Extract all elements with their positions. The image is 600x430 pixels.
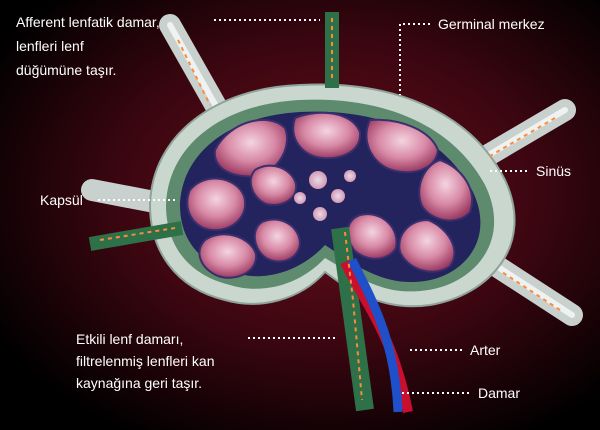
follicles — [186, 111, 473, 279]
afferent-label-line1: Afferent lenfatik damar, — [16, 14, 160, 30]
vein — [347, 257, 403, 413]
capsule-label: Kapsül — [40, 192, 83, 208]
flow-arrows — [99, 18, 561, 401]
artery-label: Arter — [470, 342, 501, 358]
vein-label: Damar — [478, 385, 521, 401]
afferent-label-line3: düğümüne taşır. — [16, 62, 117, 78]
leader-lines — [98, 19, 528, 394]
germinal-center-label: Germinal merkez — [438, 16, 545, 32]
efferent-label-line2: filtrelenmiş lenfleri kan — [76, 353, 215, 369]
efferent-label-line1: Etkili lenf damarı, — [76, 331, 184, 347]
efferent-label-line3: kaynağına geri taşır. — [76, 375, 203, 391]
sinus-label: Sinüs — [536, 163, 572, 179]
germinal-centers — [294, 170, 356, 221]
afferent-label-line2: lenfleri lenf — [16, 38, 84, 54]
